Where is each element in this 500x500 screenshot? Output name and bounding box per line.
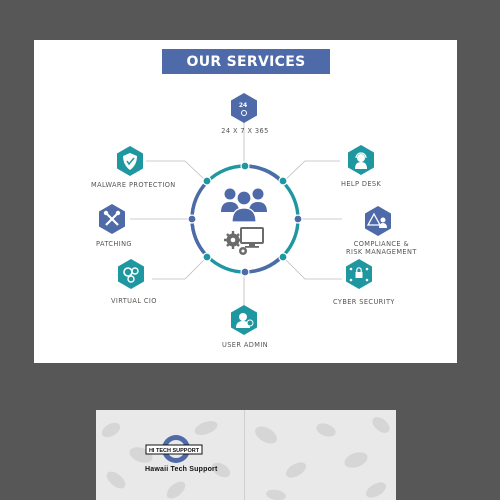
service-label-support: 24 X 7 X 365 [221, 127, 269, 135]
service-label-malware: MALWARE PROTECTION [91, 181, 176, 189]
ring-nodes [187, 161, 303, 277]
warning-person-icon [365, 206, 391, 236]
service-label-vcio: VIRTUAL CIO [111, 297, 157, 305]
company-name: Hawaii Tech Support [145, 466, 218, 473]
connector-lines [130, 115, 342, 305]
svg-text:24: 24 [239, 102, 247, 109]
logo-badge-text: HI TECH SUPPORT [149, 448, 200, 454]
service-label-compliance-line-2: RISK MANAGEMENT [346, 248, 417, 256]
service-label-patching: PATCHING [96, 240, 132, 248]
page-title: OUR SERVICES [162, 49, 330, 74]
service-label-useradmin: USER ADMIN [221, 341, 269, 349]
shield-icon [117, 146, 143, 176]
cio-gears-icon [118, 259, 144, 289]
users-icon [221, 188, 267, 223]
service-label-compliance: COMPLIANCE & RISK MANAGEMENT [346, 240, 417, 256]
company-logo: HI TECH SUPPORT [145, 435, 203, 463]
gear-monitor-icon [224, 227, 264, 255]
brochure-cover [96, 410, 396, 500]
service-label-helpdesk: HELP DESK [341, 180, 382, 188]
service-label-compliance-line-1: COMPLIANCE & [353, 240, 410, 248]
headset-icon [348, 145, 374, 175]
leaf-pattern-icon [101, 417, 390, 500]
support-24-icon: 24 [231, 93, 257, 123]
cover-fold [244, 410, 245, 500]
lock-network-icon [346, 259, 372, 289]
service-label-cyber: CYBER SECURITY [333, 298, 395, 306]
tools-icon [99, 204, 125, 234]
user-admin-icon [231, 305, 257, 335]
